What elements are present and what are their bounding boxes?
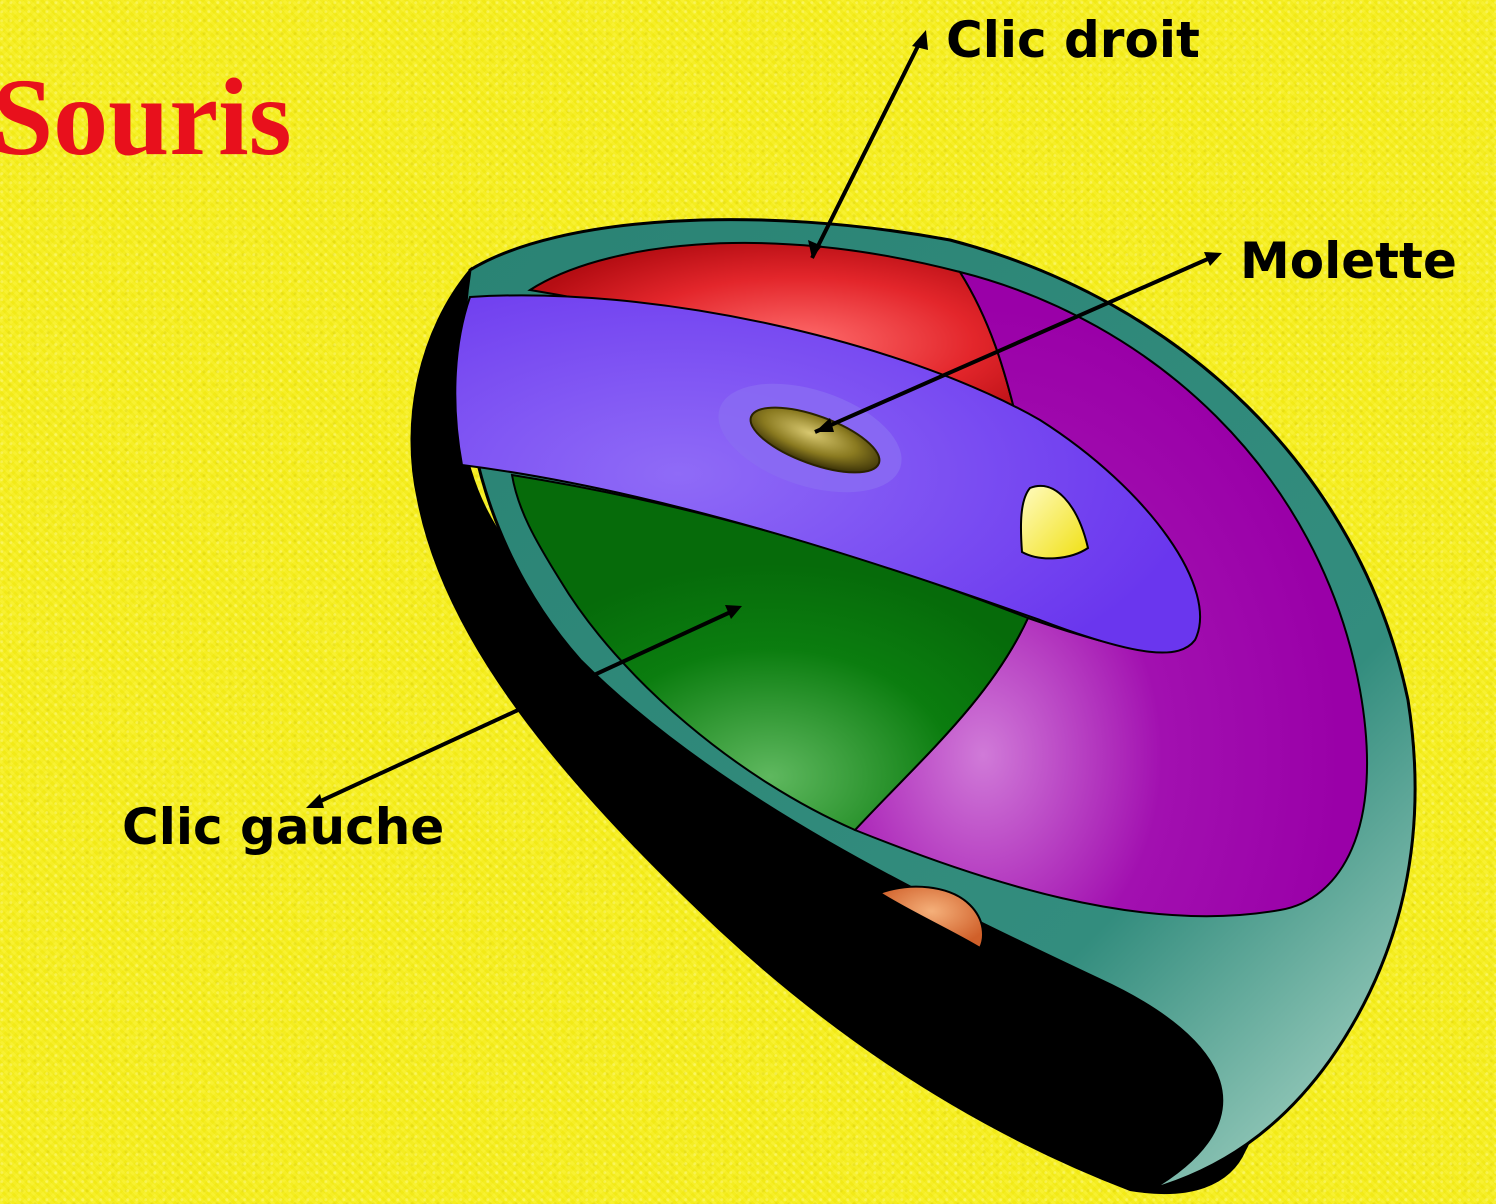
label-left-click: Clic gauche [122,802,444,852]
label-right-click: Clic droit [946,15,1200,65]
page-title: Souris [0,62,292,172]
label-wheel: Molette [1240,236,1457,286]
